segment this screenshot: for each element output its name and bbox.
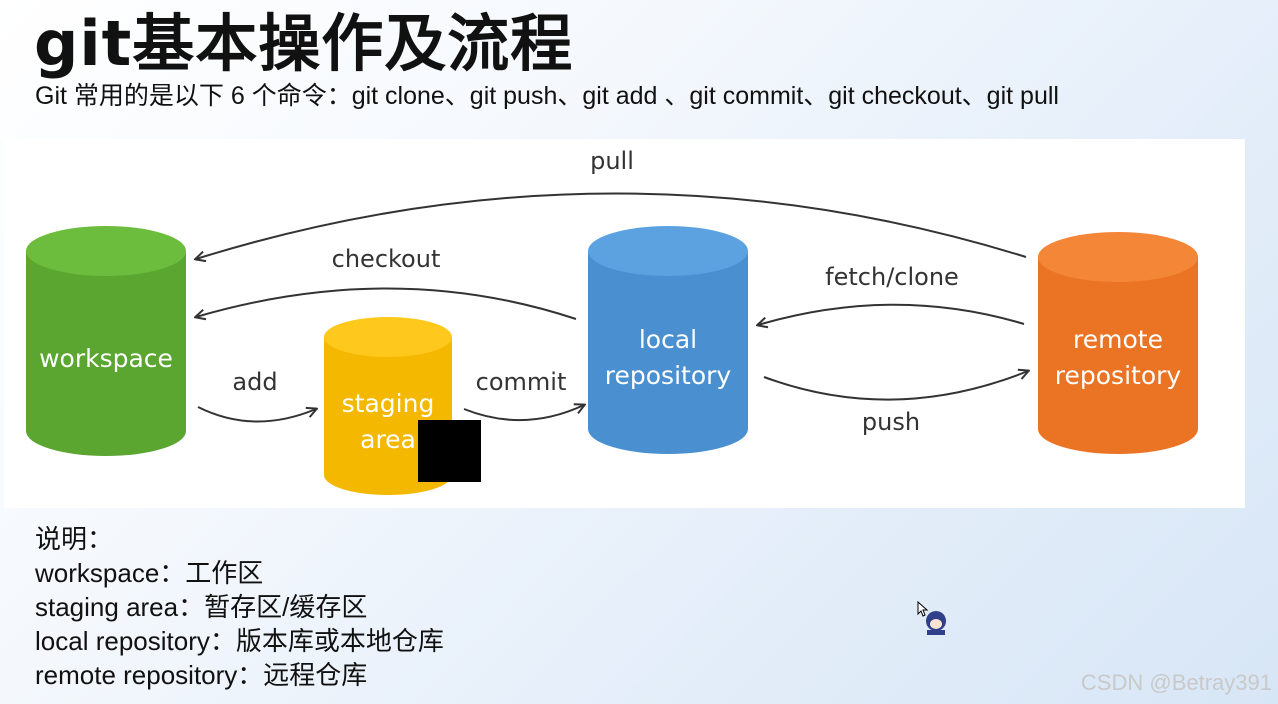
staging-label-line2: area (360, 425, 416, 454)
local-cylinder-top (588, 226, 748, 276)
legend-item-local: local repository：版本库或本地仓库 (35, 626, 444, 656)
fetch-clone-label: fetch/clone (825, 263, 959, 291)
staging-label-line1: staging (342, 389, 435, 418)
remote-label-line2: repository (1055, 361, 1182, 390)
staging-cylinder-top (324, 317, 452, 357)
legend-item-workspace: workspace：工作区 (35, 558, 264, 588)
workspace-label: workspace (39, 344, 173, 373)
commit-label: commit (476, 368, 567, 396)
local-cylinder-body (588, 251, 748, 454)
remote-cylinder-body (1038, 257, 1198, 454)
cursor-avatar-icon (917, 600, 946, 635)
local-repository-cylinder: local repository (588, 226, 748, 454)
checkout-arrow (196, 287, 577, 319)
checkout-label: checkout (332, 245, 441, 273)
legend-item-staging: staging area：暂存区/缓存区 (35, 592, 368, 622)
push-label: push (862, 408, 920, 436)
workspace-cylinder: workspace (26, 226, 186, 456)
pull-arrow (196, 192, 1027, 259)
legend-heading: 说明： (35, 524, 114, 554)
git-flow-svg: workspace staging area local repository … (26, 147, 1198, 495)
workspace-cylinder-body (26, 251, 186, 456)
local-label-line2: repository (605, 361, 732, 390)
watermark: CSDN @Betray391 (1080, 670, 1272, 695)
add-arrow (197, 406, 316, 423)
workspace-cylinder-top (26, 226, 186, 276)
push-arrow (763, 371, 1028, 401)
legend-item-remote: remote repository：远程仓库 (35, 660, 368, 690)
local-label-line1: local (639, 325, 697, 354)
add-label: add (232, 368, 277, 396)
redaction-block (418, 420, 481, 482)
fetch-clone-arrow (758, 303, 1025, 325)
slide-subtitle: Git 常用的是以下 6 个命令：git clone、git push、git … (35, 82, 1059, 110)
git-flow-diagram: workspace staging area local repository … (4, 139, 1245, 508)
pull-label: pull (590, 147, 634, 175)
legend: 说明： workspace：工作区 staging area：暂存区/缓存区 l… (35, 522, 444, 692)
slide-title: git基本操作及流程 (34, 7, 574, 80)
commit-arrow (463, 405, 584, 421)
remote-label-line1: remote (1073, 325, 1163, 354)
remote-cylinder-top (1038, 232, 1198, 282)
remote-repository-cylinder: remote repository (1038, 232, 1198, 454)
